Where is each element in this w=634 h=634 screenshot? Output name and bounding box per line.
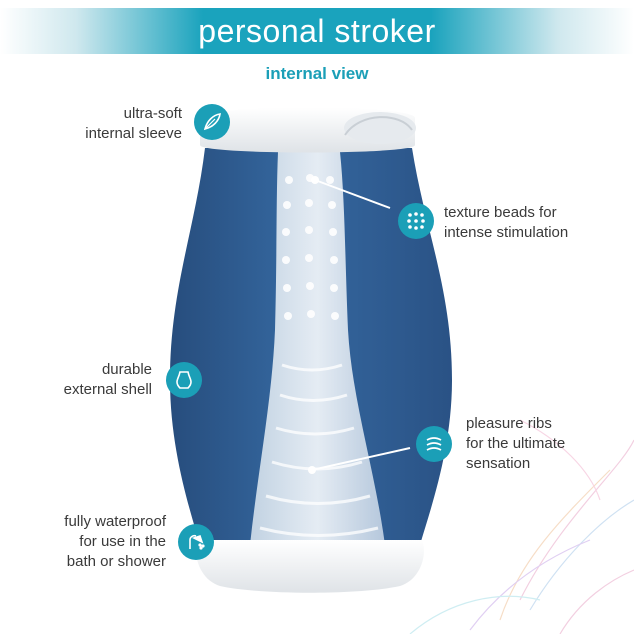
dots-icon bbox=[398, 203, 434, 239]
texture-beads bbox=[282, 174, 339, 320]
title-banner bbox=[0, 8, 634, 54]
page-title: personal stroker bbox=[198, 13, 436, 49]
callout-ribs-text: pleasure ribs for the ultimate sensation bbox=[466, 415, 566, 472]
callout-waterproof-text: fully waterproof for use in the bath or … bbox=[64, 513, 166, 570]
feather-icon bbox=[194, 104, 230, 140]
pleasure-ribs bbox=[259, 363, 379, 537]
callout-sleeve-text: ultra-soft internal sleeve bbox=[85, 105, 182, 142]
sleeve-shape-icon bbox=[166, 362, 202, 398]
flower-decoration bbox=[409, 419, 634, 634]
internal-sleeve bbox=[250, 152, 385, 545]
page-subtitle: internal view bbox=[265, 64, 369, 83]
shower-icon bbox=[178, 524, 214, 560]
callout-beads-text: texture beads for intense stimulation bbox=[444, 204, 569, 241]
callout-shell-text: durable external shell bbox=[63, 361, 152, 398]
bottom-cap bbox=[196, 540, 424, 593]
ribs-icon bbox=[416, 426, 452, 462]
callout-pointers bbox=[311, 179, 411, 471]
